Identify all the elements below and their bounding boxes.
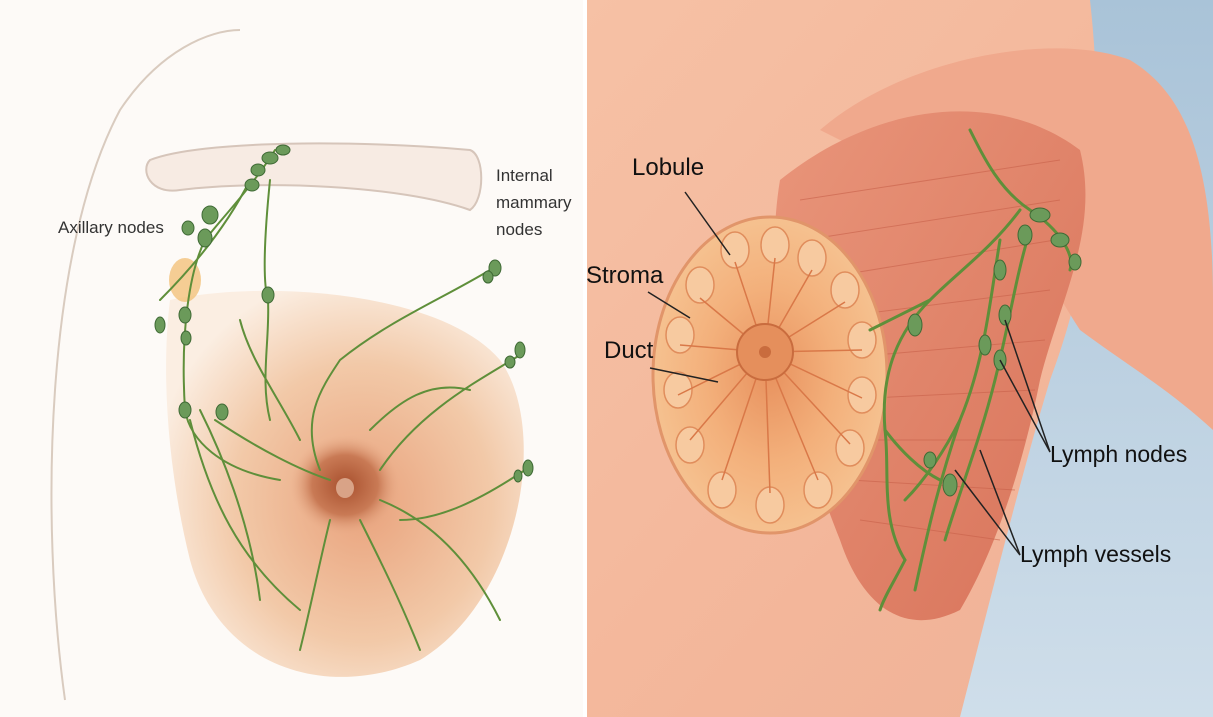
label-duct: Duct [604,337,654,364]
label-internal-mammary-line3: nodes [496,220,542,239]
label-lymph-nodes: Lymph nodes [1050,441,1187,467]
nipple-left [336,478,354,498]
label-lobule: Lobule [632,154,704,181]
left-panel: Axillary nodes Internal mammary nodes [0,0,583,717]
label-axillary-nodes: Axillary nodes [58,218,164,237]
panel-divider [583,0,587,717]
nipple-right [759,346,771,358]
label-internal-mammary-line1: Internal [496,166,553,185]
label-lymph-vessels: Lymph vessels [1020,541,1171,567]
label-stroma: Stroma [586,262,664,289]
right-panel: Lobule Stroma Duct Lymph nodes Lymph ves… [586,0,1213,717]
label-internal-mammary-line2: mammary [496,193,572,212]
